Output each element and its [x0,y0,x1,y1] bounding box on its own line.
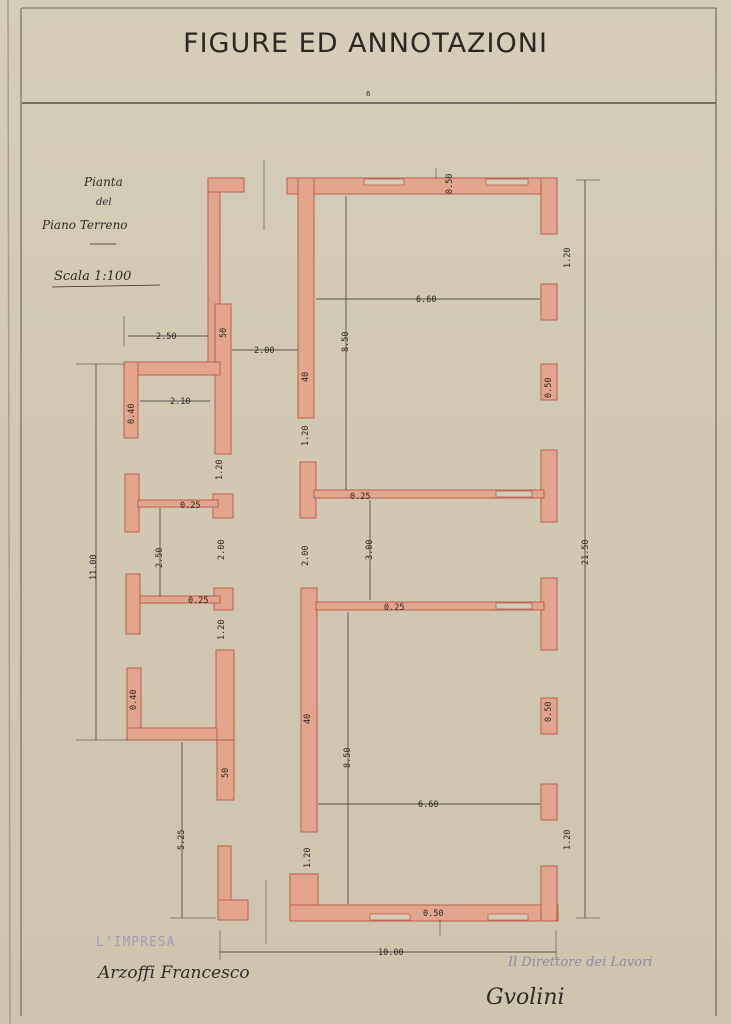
dim-label: 21.50 [581,539,591,565]
direttore-stamp: Il Direttore dei Lavori [507,955,652,970]
dim-label: 50 [221,768,231,778]
dim-label: 8.50 [341,332,351,352]
caption-piano-terreno: Piano Terreno [41,218,128,232]
dimension-labels: 2.50 2.10 2.00 6.60 6.60 10.00 0.50 0.25… [89,174,591,958]
dim-label: 0.40 [127,404,137,424]
frame-lines [7,0,717,1024]
dim-label: 2.00 [217,540,227,560]
dim-label: 1.20 [563,830,573,850]
dim-label: 2.10 [170,397,190,407]
wall-left-mid-d [215,649,235,741]
dim-label: 0.25 [384,603,404,613]
wall-annex-left-a [123,361,139,439]
wall-main-right-a [540,177,558,235]
wall-main-right-e [540,577,558,651]
dim-label: 0.25 [188,596,208,606]
dim-label: 5.25 [177,830,187,850]
dim-label: 2.50 [156,332,176,342]
wall-main-right-g [540,783,558,821]
caption-del: del [96,197,112,208]
wall-main-right-c [540,363,558,401]
dim-label: 1.20 [215,460,225,480]
caption-scale: Scala 1:100 [54,269,131,284]
dim-label: 1.20 [303,848,313,868]
dim-label: 1.20 [217,620,227,640]
dim-label: 0.25 [180,501,200,511]
wall-left-mid-a [214,303,232,455]
wall-main-left-a [297,177,315,419]
wall-left-lower [216,739,235,801]
wall-annex-left-c [125,573,141,635]
wall-main-right-b [540,283,558,321]
wall-main-div-a [313,489,545,499]
wall-main-right-h [540,865,558,922]
dim-label: 0.25 [350,492,370,502]
dim-label: 3.00 [365,540,375,560]
dim-label: 40 [301,372,311,382]
dim-label: 50 [219,328,229,338]
dim-label: 2.00 [254,346,274,356]
wall-annex-bottom [126,727,218,741]
dim-label: 0.50 [544,702,554,722]
wall-annex-div-a [137,499,219,508]
dim-label: 6.60 [416,295,436,305]
signature-block: L'IMPRESA Arzoffi Francesco Il Direttore… [96,935,652,1010]
caption-pianta: Pianta [83,175,123,189]
dim-label: 11.00 [89,554,99,580]
wall-main-right-d [540,449,558,523]
dim-label: 8.50 [343,748,353,768]
dim-label: 6.60 [418,800,438,810]
wall-main-right-f [540,697,558,735]
wall-left-bottom-foot [217,899,249,921]
direttore-signature: Gvolini [486,985,565,1010]
wall-main-left-c [300,587,318,833]
dim-label: 0.40 [129,690,139,710]
wall-main-div-b [315,601,545,611]
dimension-lines [76,160,600,960]
dim-label: 2.00 [301,546,311,566]
dim-label: 1.20 [301,426,311,446]
wall-annex-div-b [139,595,221,604]
impresa-signature: Arzoffi Francesco [96,963,250,983]
dim-label: 0.50 [423,909,443,919]
dim-label: 0.50 [445,174,455,194]
dim-label: 2.50 [155,548,165,568]
wall-left-top [207,177,245,193]
dim-label: 0.50 [544,378,554,398]
impresa-stamp: L'IMPRESA [96,935,175,950]
page-title: FIGURE ED ANNOTAZIONI [183,28,548,59]
dim-label: 10.00 [378,948,404,958]
walls [123,177,559,922]
plan-caption: Pianta del Piano Terreno Scala 1:100 [41,175,161,288]
dim-label: 40 [303,714,313,724]
wall-annex-left-b [124,473,140,533]
page-number: 6 [366,90,371,98]
dim-label: 1.20 [563,248,573,268]
